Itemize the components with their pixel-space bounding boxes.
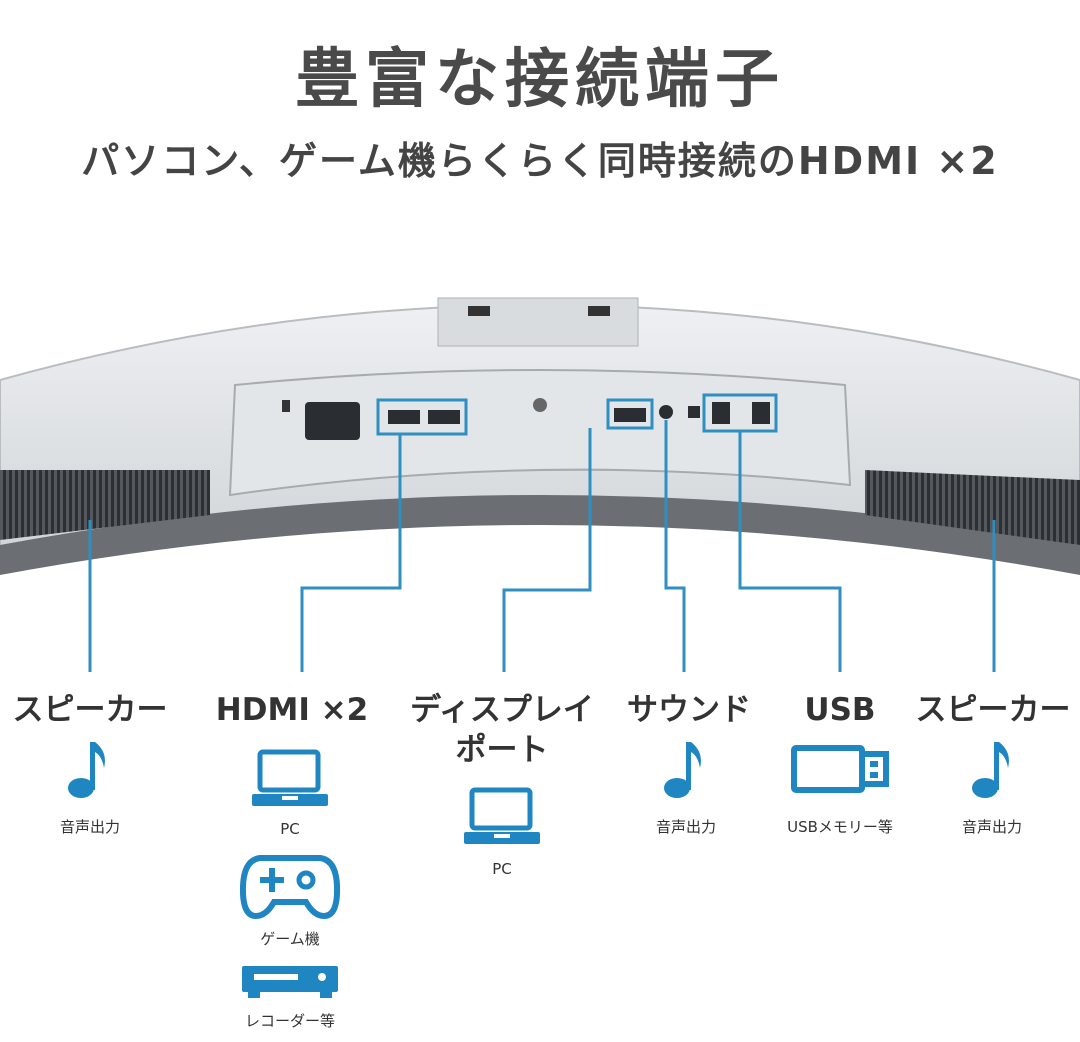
displayport-label-line2: ポート (455, 732, 549, 768)
music-note-icon (68, 742, 105, 798)
speaker-right-label: スピーカー (915, 692, 1071, 728)
hdmi-port-1 (388, 410, 420, 424)
recorder-icon (242, 966, 338, 998)
displayport-pc-caption: PC (492, 860, 512, 878)
audio-jack (659, 405, 673, 419)
laptop-icon (252, 749, 328, 806)
hdmi-recorder-caption: レコーダー等 (244, 1012, 335, 1030)
displayport-port (614, 408, 646, 422)
hdmi-label: HDMI ×2 (215, 692, 369, 728)
page-title: 豊富な接続端子 (295, 43, 785, 117)
power-socket-icon (305, 402, 360, 440)
speaker-grille-right (865, 470, 1080, 545)
hdmi-port-2 (428, 410, 460, 424)
gamepad-icon (240, 855, 340, 920)
hdmi-pc-caption: PC (280, 820, 300, 838)
speaker-right-caption: 音声出力 (961, 818, 1022, 836)
music-note-icon (972, 742, 1009, 798)
sound-label: サウンド (627, 692, 751, 728)
hdmi-game-caption: ゲーム機 (260, 930, 320, 948)
usb-port-1 (712, 402, 730, 424)
monitor-rear-illustration (0, 297, 1080, 672)
displayport-label-line1: ディスプレイ (410, 692, 594, 728)
usb-port-2 (752, 402, 770, 424)
laptop-icon (464, 787, 540, 844)
speaker-left-label: スピーカー (12, 692, 168, 728)
page-subtitle: パソコン、ゲーム機らくらく同時接続のHDMI ×2 (81, 139, 999, 183)
speaker-grille-left (0, 470, 210, 540)
usb-caption: USBメモリー等 (787, 818, 893, 836)
speaker-left-caption: 音声出力 (59, 818, 120, 836)
sound-caption: 音声出力 (655, 818, 716, 836)
music-note-icon (664, 742, 701, 798)
usb-stick-icon (791, 745, 889, 793)
usb-label: USB (804, 692, 876, 728)
